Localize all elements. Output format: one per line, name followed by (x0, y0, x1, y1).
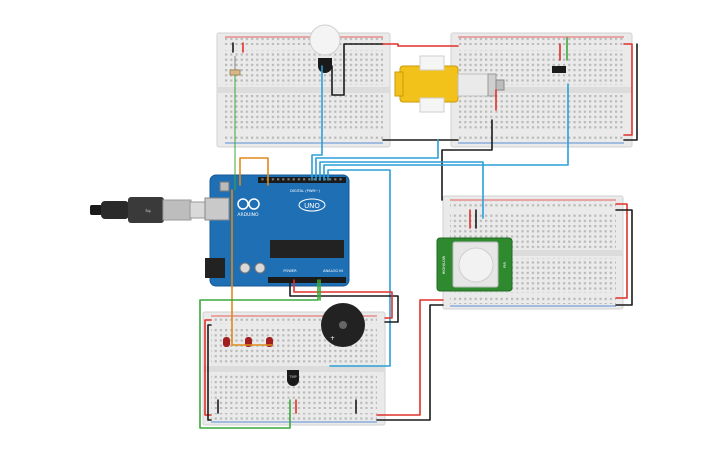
wire-red (382, 43, 459, 47)
wire-black (289, 279, 399, 323)
wire-red (615, 203, 628, 299)
dc-motor-icon (394, 55, 505, 113)
power-label: POWER (283, 269, 297, 273)
arduino-board-icon: ARDUINO UNO DIGITAL (PWM~) POWER ANALOG … (204, 174, 350, 287)
wire-green (199, 279, 319, 429)
wire-blue (315, 139, 439, 181)
arduino-brand: ARDUINO (237, 212, 259, 218)
pir-side-label: PIR (503, 262, 507, 268)
temperature-sensor-icon: TMP (287, 370, 299, 386)
wire-black (623, 43, 638, 141)
piezo-buzzer-icon: + (321, 303, 365, 347)
wire-blue (327, 169, 391, 367)
pir-top-label: HIGH/LOW (442, 255, 446, 274)
arduino-logo-icon (237, 198, 260, 210)
arduino-model: UNO (304, 202, 320, 210)
wire-blue (319, 161, 484, 219)
usb-cable-icon: ⇋ (90, 197, 211, 223)
wire-black (207, 324, 212, 421)
wire-red (623, 43, 633, 136)
wire-orange (239, 157, 269, 186)
wire-red (293, 279, 393, 319)
pir-sensor-icon: HIGH/LOW PIR (436, 237, 513, 292)
wire-blue (323, 83, 569, 181)
wire-blue (311, 65, 323, 181)
svg-text:+: + (330, 335, 335, 342)
photoresistor-icon (309, 24, 341, 73)
wire-red (376, 299, 444, 416)
wire-black (441, 119, 493, 201)
wire-black (331, 43, 384, 96)
temp-sensor-label: TMP (288, 375, 297, 379)
arduino-model-badge: UNO (298, 198, 326, 212)
breadboard-top-left (216, 32, 391, 148)
wires (199, 37, 638, 429)
svg-text:⇋: ⇋ (145, 207, 151, 215)
slide-switch-icon (552, 66, 566, 73)
digital-label: DIGITAL (PWM~) (290, 189, 320, 193)
analog-label: ANALOG IN (323, 269, 343, 273)
wire-black (615, 209, 633, 306)
wire-orange (231, 189, 273, 346)
breadboard-top-right (450, 32, 633, 148)
wire-black (376, 304, 444, 421)
